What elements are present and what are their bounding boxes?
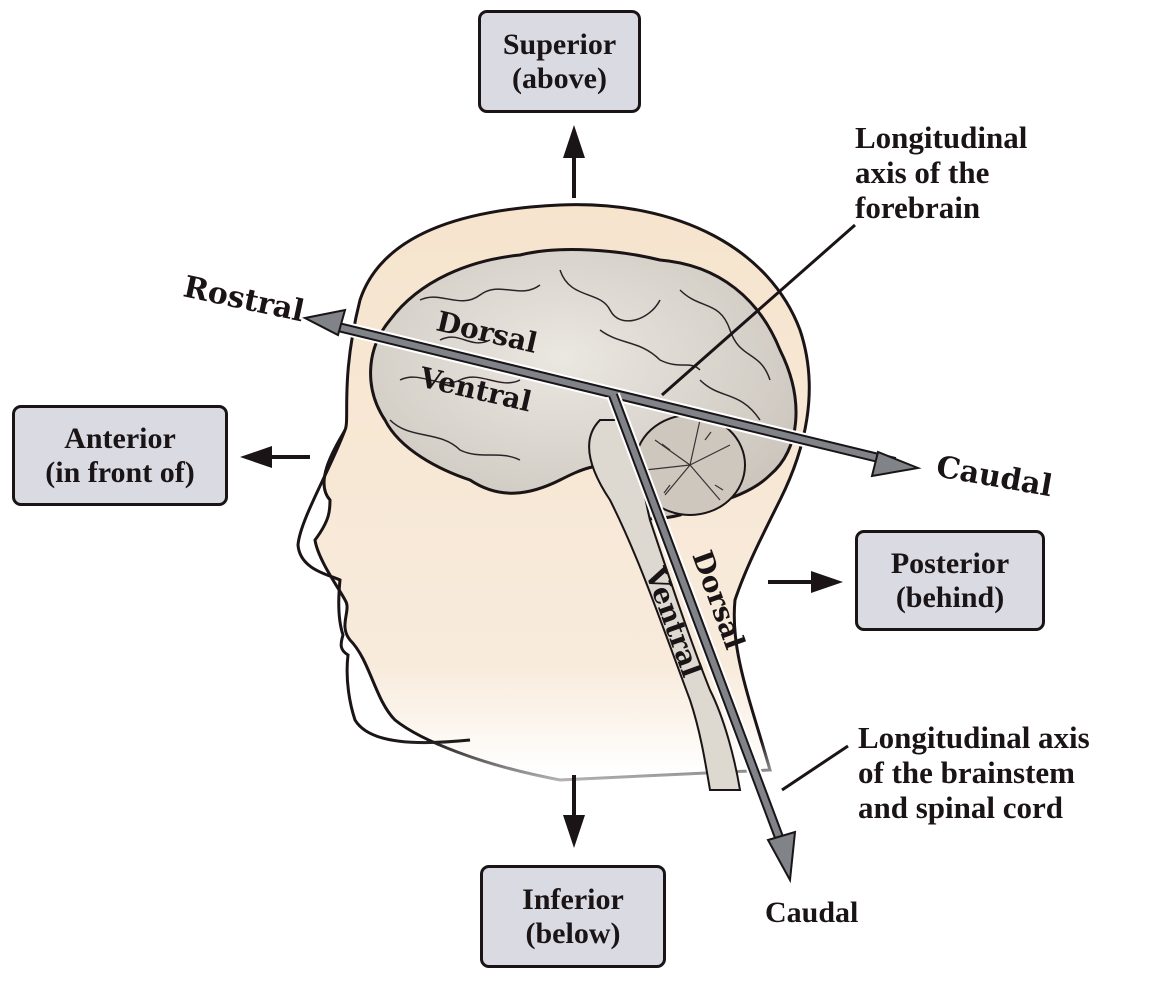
rostral-arrowhead <box>302 308 347 337</box>
inferior-subtitle: (below) <box>525 916 621 950</box>
face-profile <box>296 429 471 745</box>
arrow-up-icon <box>563 125 585 158</box>
forebrain-callout-line-3: forebrain <box>855 190 981 225</box>
arrow-right-icon <box>811 571 843 593</box>
rostral-label: Rostral <box>180 270 307 330</box>
forebrain-caudal-label: Caudal <box>934 449 1055 504</box>
cerebellum-folia <box>644 419 731 501</box>
forebrain-axis-callout: Longitudinal axis of the forebrain <box>855 120 1027 225</box>
brainstem-callout-line-3: and spinal cord <box>858 790 1064 825</box>
anterior-box: Anterior (in front of) <box>12 405 228 506</box>
brainstem <box>588 419 742 791</box>
forebrain-callout-line-2: axis of the <box>855 155 990 190</box>
forebrain-callout-line <box>661 223 856 397</box>
brainstem-callout-line <box>781 744 849 792</box>
caudal-down-arrowhead <box>766 830 797 884</box>
posterior-title: Posterior <box>890 546 1010 580</box>
arrow-down-icon <box>563 815 585 848</box>
forebrain-callout-line-1: Longitudinal <box>855 120 1028 155</box>
anterior-subtitle: (in front of) <box>45 455 195 489</box>
inferior-box: Inferior (below) <box>480 865 666 968</box>
inferior-title: Inferior <box>522 882 624 916</box>
arrow-left-icon <box>240 446 272 468</box>
superior-title: Superior <box>502 27 617 61</box>
posterior-box: Posterior (behind) <box>855 530 1045 631</box>
inferior-arrow <box>563 775 585 848</box>
brainstem-axis-callout: Longitudinal axis of the brainstem and s… <box>858 720 1090 825</box>
brainstem-axis-arrow <box>606 392 797 884</box>
brainstem-caudal-label: Caudal <box>765 896 858 929</box>
brainstem-callout-line-1: Longitudinal axis <box>858 720 1090 755</box>
brainstem-callout-line-2: of the brainstem <box>858 755 1075 790</box>
posterior-arrow <box>768 571 843 593</box>
posterior-subtitle: (behind) <box>895 580 1005 614</box>
forebrain-axis-arrow <box>302 308 922 478</box>
superior-arrow <box>563 125 585 198</box>
caudal-arrowhead <box>870 450 922 478</box>
superior-box: Superior (above) <box>478 10 641 113</box>
brain-gyri <box>389 269 771 461</box>
superior-subtitle: (above) <box>512 61 607 95</box>
anterior-title: Anterior <box>64 421 176 455</box>
anterior-arrow <box>240 446 310 468</box>
